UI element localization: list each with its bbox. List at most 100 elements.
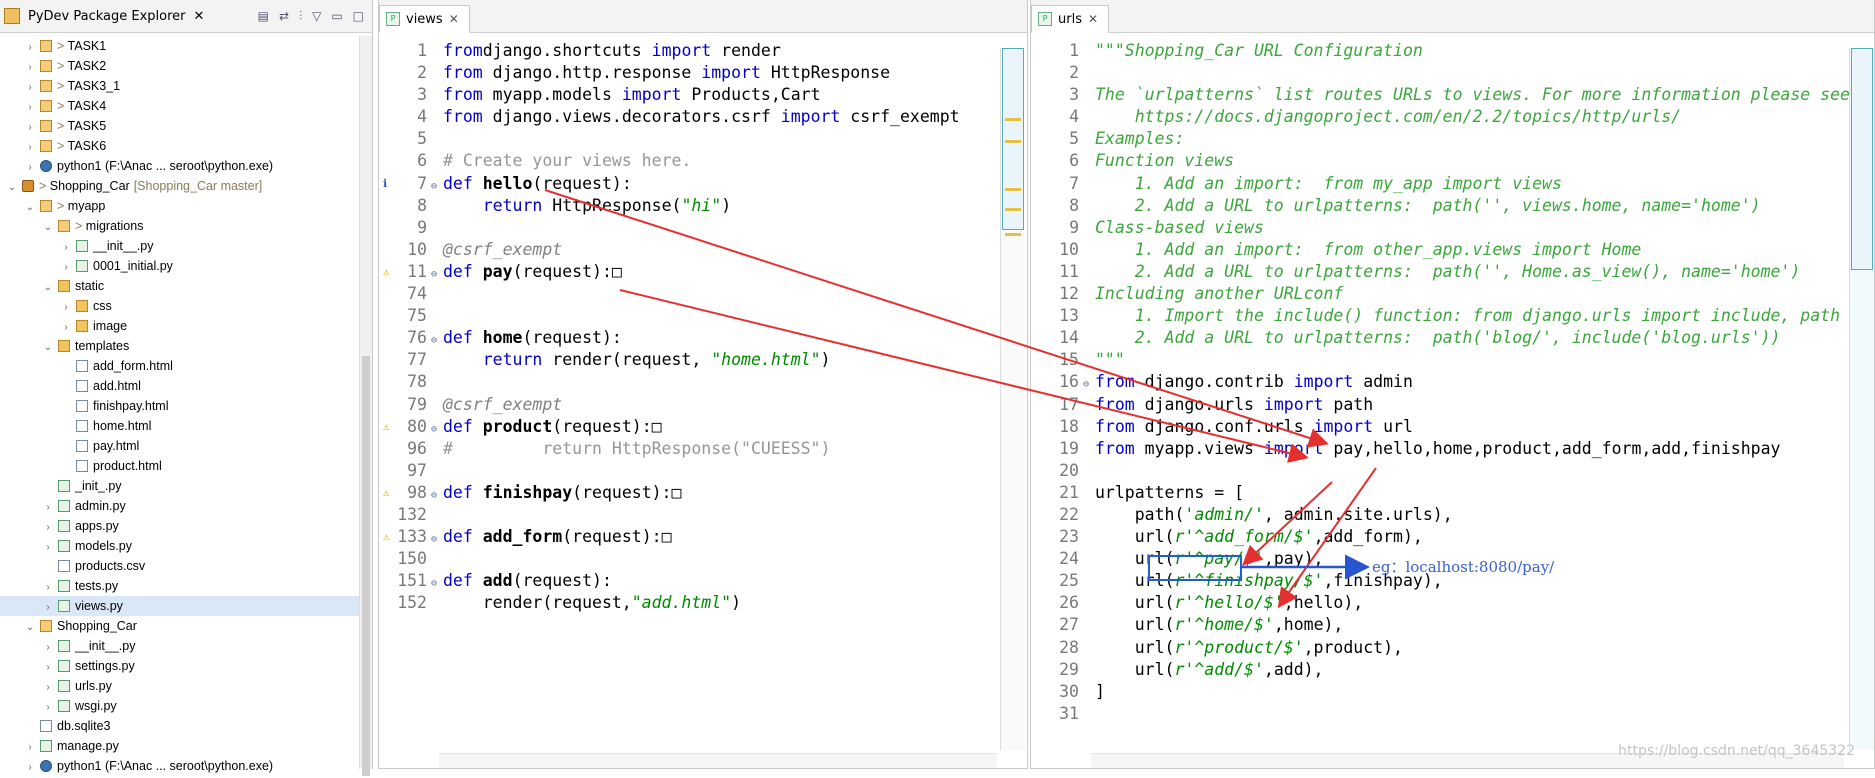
code-line[interactable]: 23 url(r'^add_form/$',add_form), bbox=[1031, 526, 1874, 548]
tree-item[interactable]: home.html bbox=[0, 416, 360, 436]
tree-item[interactable]: ⌄> Shopping_Car[Shopping_Car master] bbox=[0, 176, 360, 196]
code-line[interactable]: 11 2. Add a URL to urlpatterns: path('',… bbox=[1031, 261, 1874, 283]
tree-item[interactable]: ⌄templates bbox=[0, 336, 360, 356]
tree-item[interactable]: ›views.py bbox=[0, 596, 360, 616]
tree-item[interactable]: ›> TASK4 bbox=[0, 96, 360, 116]
link-editor-icon[interactable]: ⇄ bbox=[279, 8, 290, 23]
tab-views[interactable]: P views ✕ bbox=[379, 5, 470, 33]
tree-item[interactable]: ›wsgi.py bbox=[0, 696, 360, 716]
code-line[interactable]: 74 bbox=[379, 283, 1027, 305]
code-line[interactable]: 152 render(request,"add.html") bbox=[379, 592, 1027, 614]
code-line[interactable]: 15""" bbox=[1031, 349, 1874, 371]
code-line[interactable]: 29 url(r'^add/$',add), bbox=[1031, 659, 1874, 681]
tree-item[interactable]: add_form.html bbox=[0, 356, 360, 376]
code-line[interactable]: 78 bbox=[379, 371, 1027, 393]
code-line[interactable]: 5 bbox=[379, 128, 1027, 150]
tree-item[interactable]: ›> TASK5 bbox=[0, 116, 360, 136]
code-line[interactable]: 13 1. Import the include() function: fro… bbox=[1031, 305, 1874, 327]
code-line[interactable]: 8 2. Add a URL to urlpatterns: path('', … bbox=[1031, 195, 1874, 217]
code-line[interactable]: 20 bbox=[1031, 460, 1874, 482]
tree-item[interactable]: ›> TASK6 bbox=[0, 136, 360, 156]
code-line[interactable]: 31 bbox=[1031, 703, 1874, 725]
view-menu-icon[interactable]: ▽ bbox=[312, 8, 322, 23]
code-line[interactable]: 26 url(r'^hello/$',hello), bbox=[1031, 592, 1874, 614]
tree-toggle-icon[interactable]: › bbox=[46, 542, 50, 553]
close-tab-icon[interactable]: ✕ bbox=[448, 12, 459, 26]
fold-toggle-icon[interactable]: ⊖ bbox=[431, 335, 438, 347]
tree-toggle-icon[interactable]: ⌄ bbox=[43, 222, 53, 233]
minimize-icon[interactable]: ▭ bbox=[331, 8, 343, 23]
filter-icon[interactable]: ⫶ bbox=[299, 8, 303, 23]
urls-overview-ruler[interactable] bbox=[1849, 48, 1874, 750]
code-line[interactable]: 10 1. Add an import: from other_app.view… bbox=[1031, 239, 1874, 261]
tree-toggle-icon[interactable]: › bbox=[46, 702, 50, 713]
tree-item[interactable]: ›0001_initial.py bbox=[0, 256, 360, 276]
tree-toggle-icon[interactable]: ⌄ bbox=[25, 622, 35, 633]
tree-toggle-icon[interactable]: › bbox=[46, 642, 50, 653]
views-hscrollbar[interactable] bbox=[439, 753, 997, 768]
tree-toggle-icon[interactable]: › bbox=[28, 42, 32, 53]
tab-urls[interactable]: P urls ✕ bbox=[1031, 5, 1110, 33]
tree-item[interactable]: ⌄> migrations bbox=[0, 216, 360, 236]
tree-toggle-icon[interactable]: › bbox=[28, 62, 32, 73]
tree-item[interactable]: ›models.py bbox=[0, 536, 360, 556]
tree-item[interactable]: ›manage.py bbox=[0, 736, 360, 756]
fold-toggle-icon[interactable]: ⊖ bbox=[431, 578, 438, 590]
code-line[interactable]: 27 url(r'^home/$',home), bbox=[1031, 614, 1874, 636]
tree-toggle-icon[interactable]: › bbox=[64, 322, 68, 333]
tree-item[interactable]: ›css bbox=[0, 296, 360, 316]
tree-toggle-icon[interactable]: › bbox=[46, 602, 50, 613]
tree-item[interactable]: db.sqlite3 bbox=[0, 716, 360, 736]
close-icon[interactable]: ✕ bbox=[193, 8, 205, 24]
tree-toggle-icon[interactable]: ⌄ bbox=[7, 182, 17, 193]
code-line[interactable]: 150 bbox=[379, 548, 1027, 570]
tree-toggle-icon[interactable]: › bbox=[28, 142, 32, 153]
code-line[interactable]: 97 bbox=[379, 460, 1027, 482]
code-line[interactable]: 76⊖def home(request): bbox=[379, 327, 1027, 349]
tree-toggle-icon[interactable]: › bbox=[28, 102, 32, 113]
code-line[interactable]: ⚠80⊖def product(request):□ bbox=[379, 416, 1027, 438]
code-line[interactable]: ⚠11⊖def pay(request):□ bbox=[379, 261, 1027, 283]
code-line[interactable]: ⚠98⊖def finishpay(request):□ bbox=[379, 482, 1027, 504]
fold-toggle-icon[interactable]: ⊖ bbox=[431, 180, 438, 192]
code-line[interactable]: 6# Create your views here. bbox=[379, 150, 1027, 172]
code-line[interactable]: 4 https://docs.djangoproject.com/en/2.2/… bbox=[1031, 106, 1874, 128]
tree-item[interactable]: ⌄Shopping_Car bbox=[0, 616, 360, 636]
tree-toggle-icon[interactable]: › bbox=[28, 162, 32, 173]
tree-toggle-icon[interactable]: › bbox=[64, 262, 68, 273]
tree-toggle-icon[interactable]: › bbox=[64, 302, 68, 313]
code-line[interactable]: 9 bbox=[379, 217, 1027, 239]
close-tab-icon[interactable]: ✕ bbox=[1087, 12, 1099, 26]
code-line[interactable]: 2 bbox=[1031, 62, 1874, 84]
code-line[interactable]: 30] bbox=[1031, 681, 1874, 703]
tree-item[interactable]: ›image bbox=[0, 316, 360, 336]
tree-item[interactable]: ›__init__.py bbox=[0, 636, 360, 656]
tree-item[interactable]: product.html bbox=[0, 456, 360, 476]
tree-toggle-icon[interactable]: › bbox=[28, 742, 32, 753]
tree-toggle-icon[interactable]: › bbox=[28, 762, 32, 773]
code-line[interactable]: 151⊖def add(request): bbox=[379, 570, 1027, 592]
tree-toggle-icon[interactable]: › bbox=[46, 582, 50, 593]
tree-toggle-icon[interactable]: ⌄ bbox=[43, 282, 53, 293]
warning-marker-icon[interactable]: ⚠ bbox=[383, 530, 390, 544]
code-line[interactable]: 79@csrf_exempt bbox=[379, 394, 1027, 416]
tree-item[interactable]: pay.html bbox=[0, 436, 360, 456]
code-line[interactable]: 7 1. Add an import: from my_app import v… bbox=[1031, 173, 1874, 195]
code-line[interactable]: 132 bbox=[379, 504, 1027, 526]
tree-toggle-icon[interactable]: › bbox=[64, 242, 68, 253]
code-line[interactable]: 16⊖from django.contrib import admin bbox=[1031, 371, 1874, 393]
tree-item[interactable]: ⌄> myapp bbox=[0, 196, 360, 216]
tree-item[interactable]: ›> TASK2 bbox=[0, 56, 360, 76]
code-line[interactable]: 1"""Shopping_Car URL Configuration bbox=[1031, 40, 1874, 62]
tree-item[interactable]: ›> TASK1 bbox=[0, 36, 360, 56]
info-marker-icon[interactable]: ℹ bbox=[383, 176, 388, 190]
